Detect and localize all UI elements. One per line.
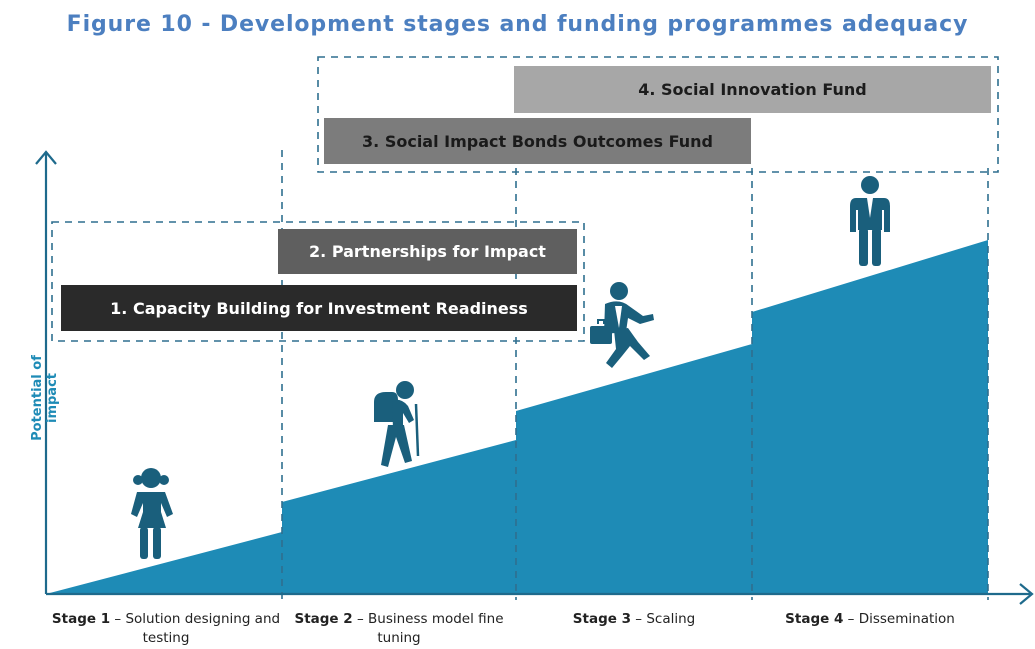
- programme-social-innovation-fund: 4. Social Innovation Fund: [514, 66, 991, 113]
- hiker-icon: [374, 381, 420, 467]
- stage-3-label: Stage 3 – Scaling: [516, 610, 752, 629]
- stage-name: Stage 4: [785, 611, 844, 627]
- y-axis-label: Potential of impact: [30, 355, 60, 441]
- stage-description: – Business model fine tuning: [356, 611, 504, 646]
- running-businessman-icon: [590, 282, 654, 368]
- child-icon: [131, 468, 173, 559]
- stage-2-label: Stage 2 – Business model fine tuning: [282, 610, 516, 648]
- programme-partnerships-for-impact: 2. Partnerships for Impact: [278, 229, 577, 274]
- stage-name: Stage 1: [51, 611, 111, 627]
- programme-social-impact-bonds-outcomes-fund: 3. Social Impact Bonds Outcomes Fund: [324, 118, 751, 164]
- stage-4-label: Stage 4 – Dissemination: [752, 610, 988, 629]
- stage-1-label: Stage 1 – Solution designing and testing: [50, 610, 282, 648]
- stage-description: – Solution designing and testing: [114, 611, 281, 646]
- late-stage-programmes-box: [317, 56, 999, 173]
- stage-name: Stage 2: [294, 611, 353, 627]
- stage-description: – Scaling: [635, 611, 696, 627]
- early-stage-programmes-box: [51, 221, 585, 342]
- stage-name: Stage 3: [572, 611, 631, 627]
- y-axis: [35, 150, 57, 594]
- figure-title: Figure 10 - Development stages and fundi…: [66, 12, 969, 37]
- stage-description: – Dissemination: [847, 611, 955, 627]
- x-axis: [46, 583, 1034, 605]
- programme-capacity-building: 1. Capacity Building for Investment Read…: [61, 285, 577, 331]
- standing-businessman-icon: [850, 176, 890, 266]
